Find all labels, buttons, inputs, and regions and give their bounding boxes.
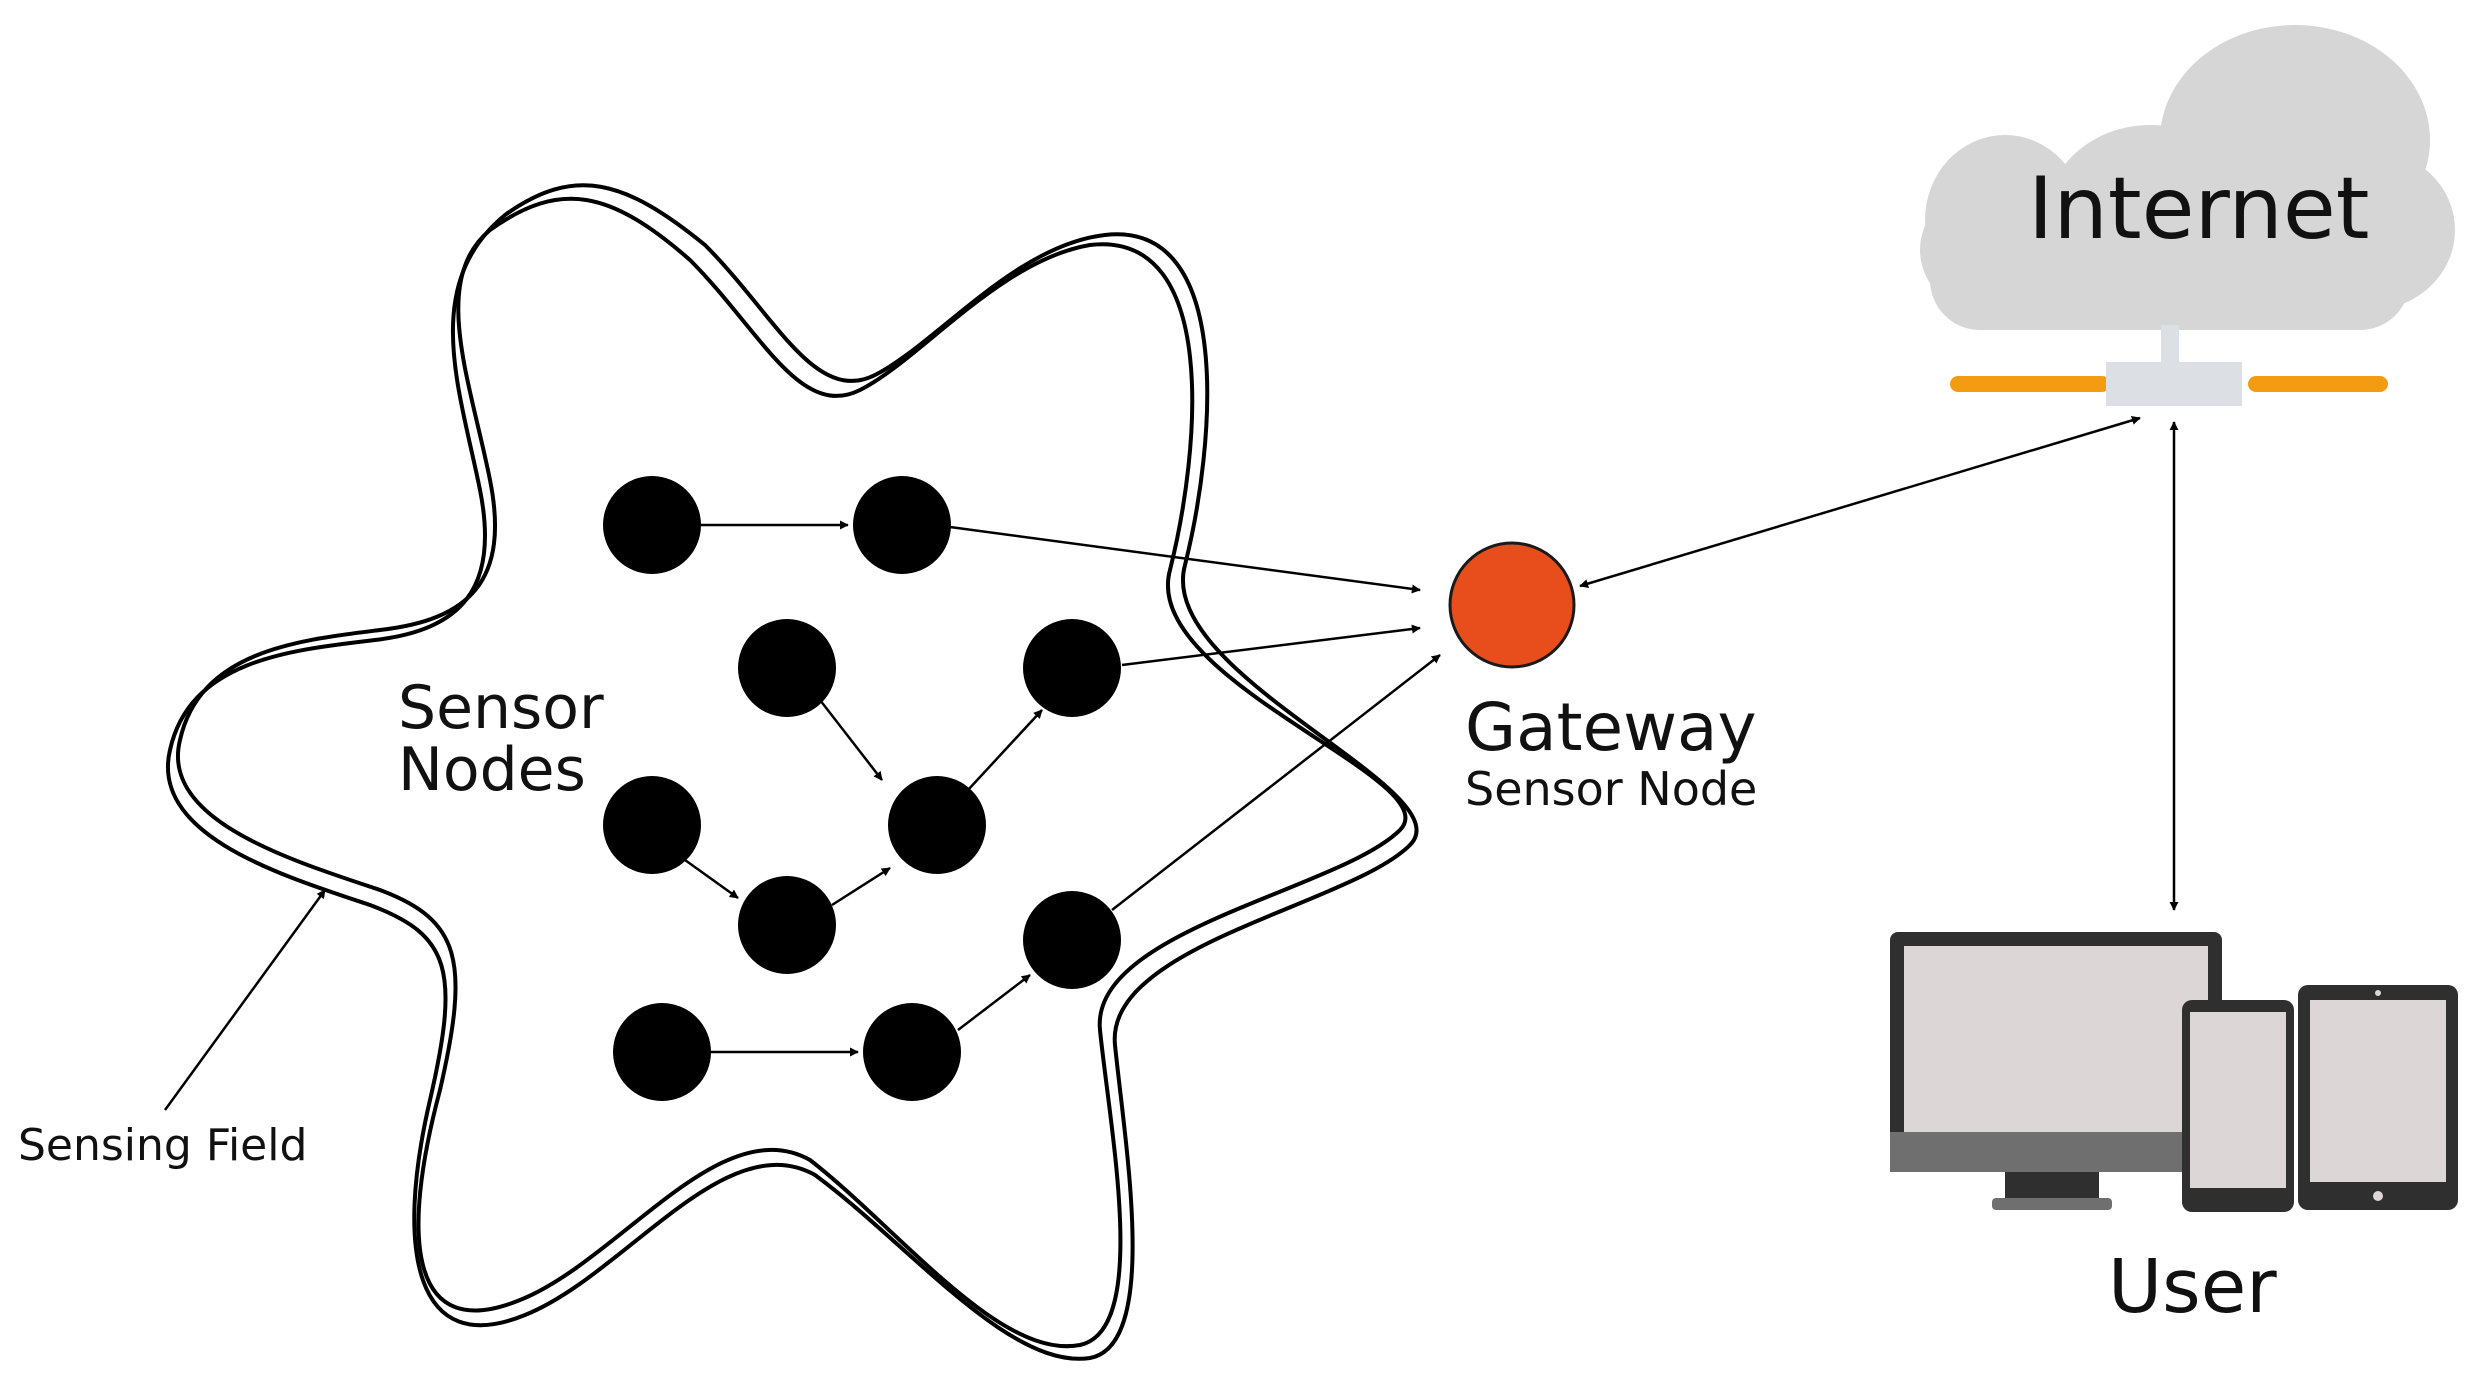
link-n11-gateway: [1111, 654, 1441, 911]
link-n3-n6: [819, 699, 883, 781]
sensor-node-n9: [863, 1003, 961, 1101]
gateway-label: Gateway: [1465, 689, 1757, 766]
link-n6-n7: [967, 709, 1043, 791]
smartphone-icon: [2182, 1000, 2294, 1212]
sensor-node-n3: [738, 619, 836, 717]
sensing-field-pointer: [163, 889, 327, 1111]
gateway-node: [1448, 541, 1576, 669]
sensing-field-label: Sensing Field: [18, 1120, 307, 1171]
tablet-icon: [2298, 985, 2458, 1210]
sensor-nodes-label-line2: Nodes: [398, 735, 586, 805]
sensor-nodes: [603, 476, 1121, 1101]
sensor-node-n5: [603, 776, 701, 874]
cloud-icon: [1920, 25, 2455, 330]
sensor-node-n8: [613, 1003, 711, 1101]
network-bus: [1950, 325, 2388, 406]
desktop-monitor-icon: [1890, 932, 2222, 1210]
sensing-field-outline: [166, 183, 1419, 1361]
sensor-node-n11: [1023, 891, 1121, 989]
sensor-node-n7: [1023, 619, 1121, 717]
user-label: User: [2108, 1244, 2277, 1330]
link-n5-n4: [684, 858, 739, 900]
sensor-node-n1: [603, 476, 701, 574]
sensor-nodes-label-line1: Sensor: [398, 673, 604, 743]
gateway-links: [949, 525, 1441, 911]
link-n9-n11: [957, 974, 1031, 1031]
link-n4-n6: [831, 866, 891, 907]
link-n7-gateway: [1121, 624, 1421, 667]
sensor-node-n6: [888, 776, 986, 874]
sensor-links: [684, 520, 1043, 1057]
link-n2-gateway: [949, 525, 1421, 594]
gateway-sub-label: Sensor Node: [1465, 762, 1757, 816]
internet-label: Internet: [2028, 159, 2369, 259]
link-gateway-internet: [1579, 416, 2141, 588]
sensor-node-n4: [738, 876, 836, 974]
sensor-node-n2: [853, 476, 951, 574]
